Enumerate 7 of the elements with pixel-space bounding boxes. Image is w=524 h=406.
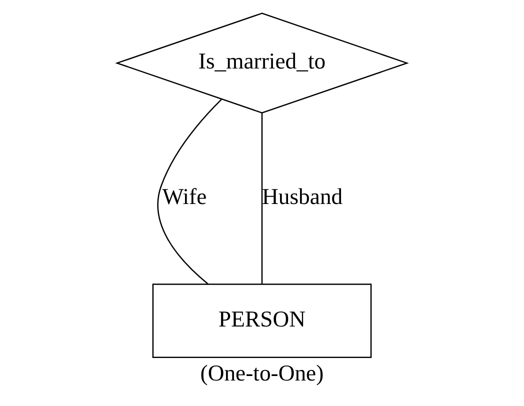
connector	[157, 98, 222, 285]
edge-label: Wife	[162, 184, 207, 210]
caption: (One-to-One)	[200, 360, 324, 386]
connector	[261, 112, 263, 284]
node-box: PERSON	[152, 284, 372, 358]
node-diamond: Is_married_to	[115, 12, 409, 114]
edge-label: Husband	[262, 184, 343, 210]
